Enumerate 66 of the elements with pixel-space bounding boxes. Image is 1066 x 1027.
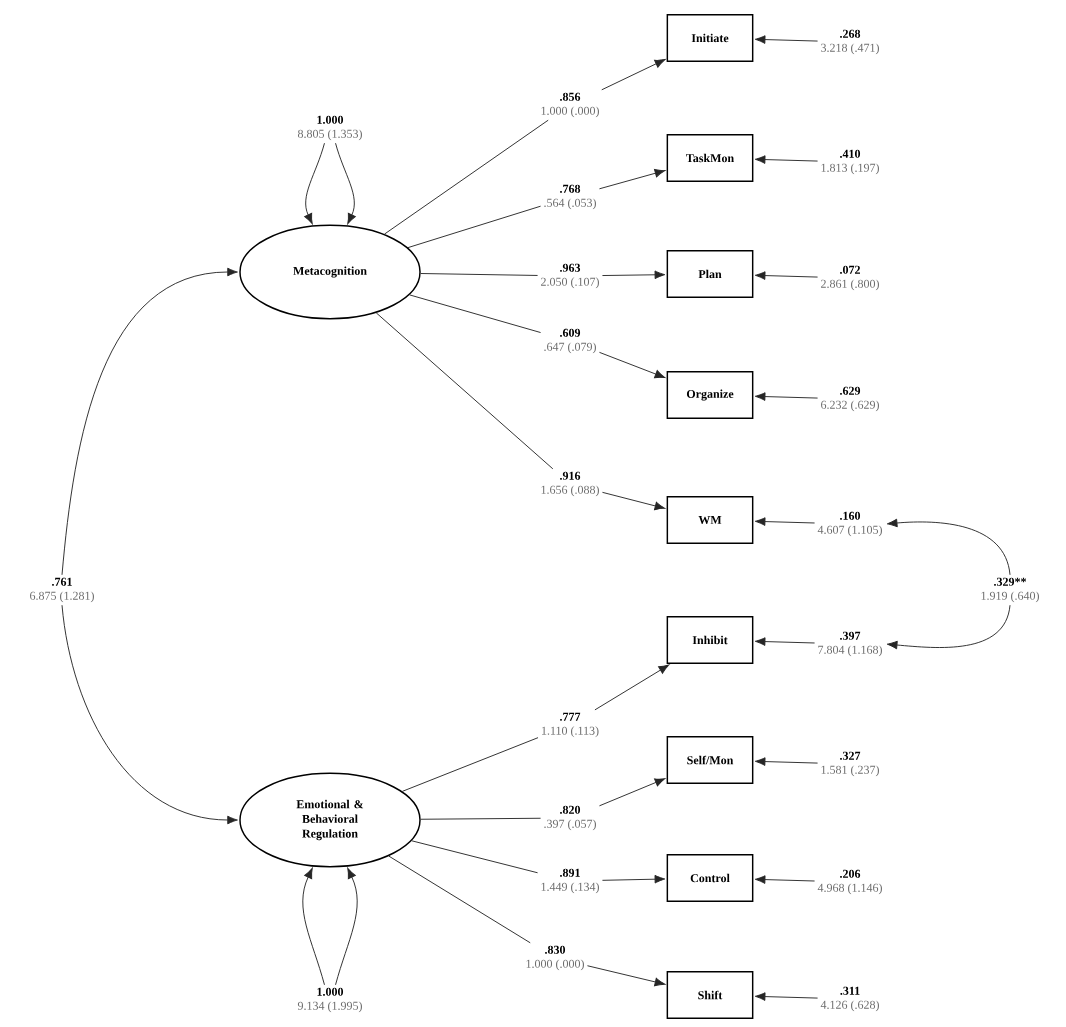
arrow (754, 875, 816, 884)
curved-arrow (886, 604, 1011, 650)
path-line (411, 840, 539, 874)
coefficient-label: .891 1.449 (.134) (537, 866, 603, 896)
arrow (594, 664, 670, 711)
coefficient-label: .820 .397 (.057) (540, 803, 600, 833)
arrow (754, 637, 816, 646)
covariance-label: .761 6.875 (1.281) (26, 575, 98, 605)
arrow (754, 757, 819, 766)
coefficient-label: .777 1.110 (.113) (538, 710, 602, 740)
indicator-box: Plan (666, 249, 754, 299)
coefficient-label: .609 .647 (.079) (540, 326, 600, 356)
indicator-box: Control (666, 853, 754, 903)
arrow (754, 392, 819, 401)
curved-arrow (302, 867, 325, 986)
path-line (420, 817, 542, 820)
arrow (754, 992, 819, 1001)
residual-label: .327 1.581 (.237) (817, 749, 883, 779)
indicator-box: Inhibit (666, 615, 754, 665)
path-line (420, 273, 539, 276)
arrow (598, 778, 666, 807)
curved-arrow (886, 518, 1011, 576)
arrow (754, 271, 819, 280)
indicator-box: TaskMon (666, 133, 754, 183)
path-line (407, 205, 542, 249)
arrow (601, 59, 666, 91)
indicator-box: Initiate (666, 13, 754, 63)
indicator-box: Shift (666, 970, 754, 1020)
curved-arrow (304, 142, 325, 225)
variance-label: 1.000 8.805 (1.353) (294, 113, 366, 143)
curved-arrow (61, 604, 238, 825)
curved-arrow (335, 142, 356, 225)
residual-label: .410 1.813 (.197) (817, 147, 883, 177)
covariance-label: .329** 1.919 (.640) (977, 575, 1043, 605)
path-line (401, 737, 539, 792)
residual-label: .072 2.861 (.800) (817, 263, 883, 293)
arrow (754, 517, 816, 526)
path-line (384, 119, 549, 235)
path-line (409, 294, 542, 333)
indicator-box: WM (666, 495, 754, 545)
coefficient-label: .830 1.000 (.000) (522, 943, 588, 973)
residual-label: .206 4.968 (1.146) (814, 867, 886, 897)
path-line (388, 855, 531, 944)
arrow (601, 874, 666, 884)
residual-label: .268 3.218 (.471) (817, 27, 883, 57)
coefficient-label: .963 2.050 (.107) (537, 261, 603, 291)
arrow (598, 351, 666, 379)
residual-label: .311 4.126 (.628) (817, 984, 883, 1014)
variance-label: 1.000 9.134 (1.995) (294, 985, 366, 1015)
arrow (601, 270, 666, 280)
arrow (586, 965, 666, 987)
indicator-box: Organize (666, 370, 754, 420)
path-line (375, 312, 554, 470)
indicator-box: Self/Mon (666, 735, 754, 785)
arrow (598, 169, 666, 190)
arrow (601, 491, 666, 511)
coefficient-label: .916 1.656 (.088) (537, 469, 603, 499)
curved-arrow (61, 267, 238, 576)
coefficient-label: .768 .564 (.053) (540, 182, 600, 212)
arrow (754, 155, 819, 164)
arrow (754, 35, 819, 44)
coefficient-label: .856 1.000 (.000) (537, 90, 603, 120)
residual-label: .397 7.804 (1.168) (814, 629, 886, 659)
curved-arrow (335, 867, 358, 986)
residual-label: .629 6.232 (.629) (817, 384, 883, 414)
residual-label: .160 4.607 (1.105) (814, 509, 886, 539)
